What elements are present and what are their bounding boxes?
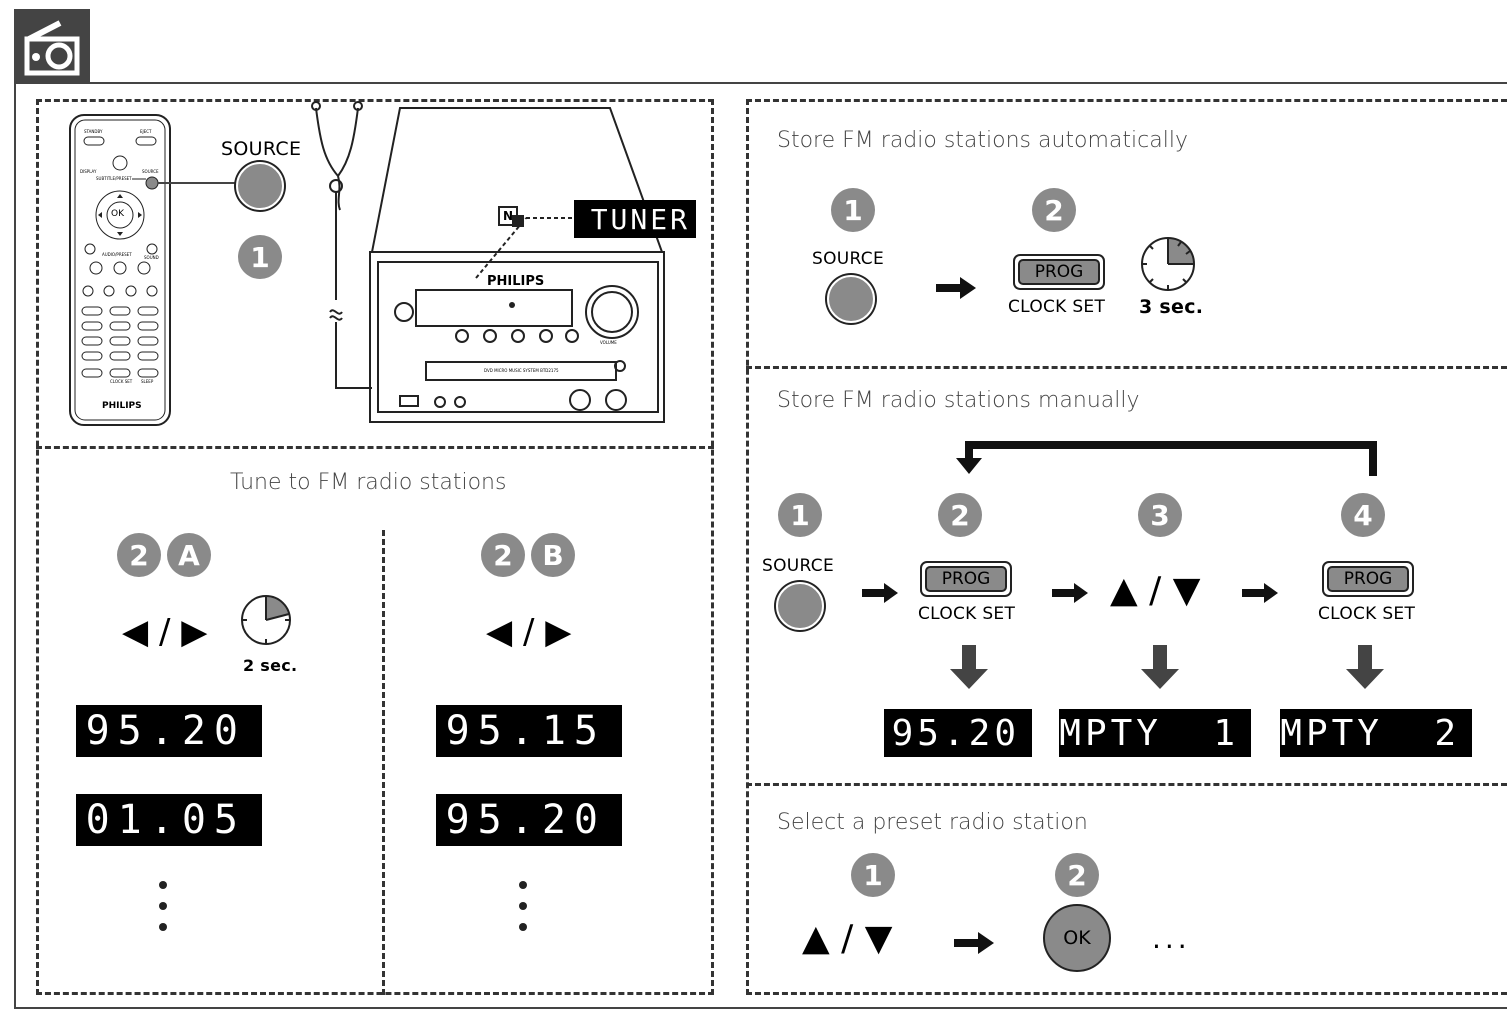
- remote-sound-label: SOUND: [144, 255, 159, 260]
- manual-clockset-label-1: CLOCK SET: [918, 604, 1016, 624]
- down-arrow-1: [950, 645, 988, 693]
- tune-a-step: 2: [117, 533, 161, 577]
- manual-display-2: EMPTY 1: [1034, 709, 1251, 757]
- auto-source-label: SOURCE: [812, 249, 884, 269]
- manual-display-1: 95.20: [884, 709, 1032, 757]
- preset-step-1: 1: [851, 853, 895, 897]
- tune-a-display-1: 95.20: [76, 705, 262, 757]
- manual-arrow-1: [862, 583, 898, 607]
- remote-sleep-label: SLEEP: [141, 379, 154, 384]
- source-button[interactable]: [236, 162, 284, 210]
- manual-display-3: EMPTY 2: [1255, 709, 1472, 757]
- remote-eject-label: EJECT: [140, 129, 152, 134]
- manual-source-button[interactable]: [776, 582, 824, 630]
- manual-step-4: 4: [1341, 493, 1385, 537]
- auto-arrow-1: [936, 277, 976, 303]
- header-rule: [14, 82, 1507, 84]
- tune-b-letter: B: [531, 533, 575, 577]
- remote-audio-label: AUDIO/PRESET: [102, 252, 132, 257]
- tune-b-more-dots: [518, 880, 528, 934]
- manual-step-1: 1: [778, 493, 822, 537]
- tuner-display: TUNER: [574, 200, 696, 238]
- manual-arrow-3: [1242, 583, 1278, 607]
- callout-line: [158, 182, 236, 184]
- manual-clockset-label-2: CLOCK SET: [1318, 604, 1416, 624]
- right-divider-1: [746, 366, 1507, 369]
- manual-prog-button-1[interactable]: PROG: [920, 561, 1012, 597]
- tune-b-arrows[interactable]: ◀ / ▶: [486, 612, 572, 652]
- page-frame-left: [14, 84, 16, 1009]
- auto-source-button[interactable]: [827, 275, 875, 323]
- auto-prog-button[interactable]: PROG: [1013, 254, 1105, 290]
- remote-standby-label: STANDBY: [84, 129, 103, 134]
- tune-b-display-1: 95.15: [436, 705, 622, 757]
- nfc-icon: N: [498, 206, 518, 226]
- manual-step-2: 2: [938, 493, 982, 537]
- remote-brand: PHILIPS: [102, 401, 142, 411]
- left-panel: [36, 99, 714, 995]
- remote-display-label: DISPLAY: [80, 169, 97, 174]
- tune-b-display-2: 95.20: [436, 794, 622, 846]
- preset-updown[interactable]: ▲ / ▼: [802, 918, 893, 959]
- manual-prog-label-2: PROG: [1327, 566, 1409, 592]
- auto-prog-label: PROG: [1018, 259, 1100, 285]
- volume-label: VOLUME: [600, 340, 617, 345]
- preset-arrow: [954, 932, 994, 958]
- step-1-badge: 1: [238, 235, 282, 279]
- remote-subtitle-label: SUBTITLE/PRESET: [96, 176, 132, 181]
- remote-clockset-label: CLOCK SET: [110, 379, 133, 384]
- tune-a-letter: A: [167, 533, 211, 577]
- right-panel: [746, 99, 1507, 995]
- left-divider: [36, 446, 714, 449]
- radio-icon: [14, 9, 90, 83]
- micro-system: N TUNER PHILIPS VOLUME DVD MICRO MUSIC S…: [306, 100, 698, 430]
- manual-updown[interactable]: ▲ / ▼: [1110, 570, 1201, 611]
- timer-label-3s: 3 sec.: [1139, 296, 1204, 318]
- auto-clockset-label: CLOCK SET: [1008, 297, 1106, 317]
- manual-title: Store FM radio stations manually: [777, 388, 1140, 413]
- preset-step-2: 2: [1055, 853, 1099, 897]
- down-arrow-3: [1346, 645, 1384, 693]
- timer-label-2s: 2 sec.: [243, 656, 298, 675]
- preset-ok-button[interactable]: OK: [1043, 904, 1111, 972]
- manual-prog-button-2[interactable]: PROG: [1322, 561, 1414, 597]
- timer-icon-2s: [234, 588, 298, 652]
- auto-title: Store FM radio stations automatically: [777, 128, 1188, 153]
- manual-source-label: SOURCE: [762, 556, 834, 576]
- right-divider-2: [746, 783, 1507, 786]
- preset-title: Select a preset radio station: [777, 810, 1088, 835]
- source-button-label: SOURCE: [221, 138, 302, 160]
- model-text: DVD MICRO MUSIC SYSTEM BTD2175: [484, 368, 559, 373]
- page-frame-bottom: [14, 1007, 1507, 1009]
- tune-title: Tune to FM radio stations: [230, 470, 507, 495]
- down-arrow-2: [1141, 645, 1179, 693]
- loop-back-arrow: [953, 436, 1383, 482]
- tune-divider: [382, 530, 385, 995]
- header-bar: [0, 0, 1507, 84]
- remote-control: OK STANDBY EJECT DISPLAY SOURCE SUBTITLE…: [68, 113, 172, 427]
- tune-b-step: 2: [481, 533, 525, 577]
- manual-prog-label-1: PROG: [925, 566, 1007, 592]
- timer-icon-3s: [1136, 232, 1200, 296]
- tune-a-display-2: 101.05: [54, 794, 262, 846]
- system-brand: PHILIPS: [487, 274, 545, 289]
- remote-source-label: SOURCE: [142, 169, 159, 174]
- tune-a-more-dots: [158, 880, 168, 934]
- auto-step-1: 1: [831, 188, 875, 232]
- preset-ok-label: OK: [1063, 927, 1091, 949]
- manual-arrow-2: [1052, 583, 1088, 607]
- preset-ellipsis: ...: [1152, 922, 1191, 955]
- auto-step-2: 2: [1032, 188, 1076, 232]
- manual-step-3: 3: [1138, 493, 1182, 537]
- remote-ok-label: OK: [111, 209, 124, 219]
- tune-a-arrows[interactable]: ◀ / ▶: [122, 612, 208, 652]
